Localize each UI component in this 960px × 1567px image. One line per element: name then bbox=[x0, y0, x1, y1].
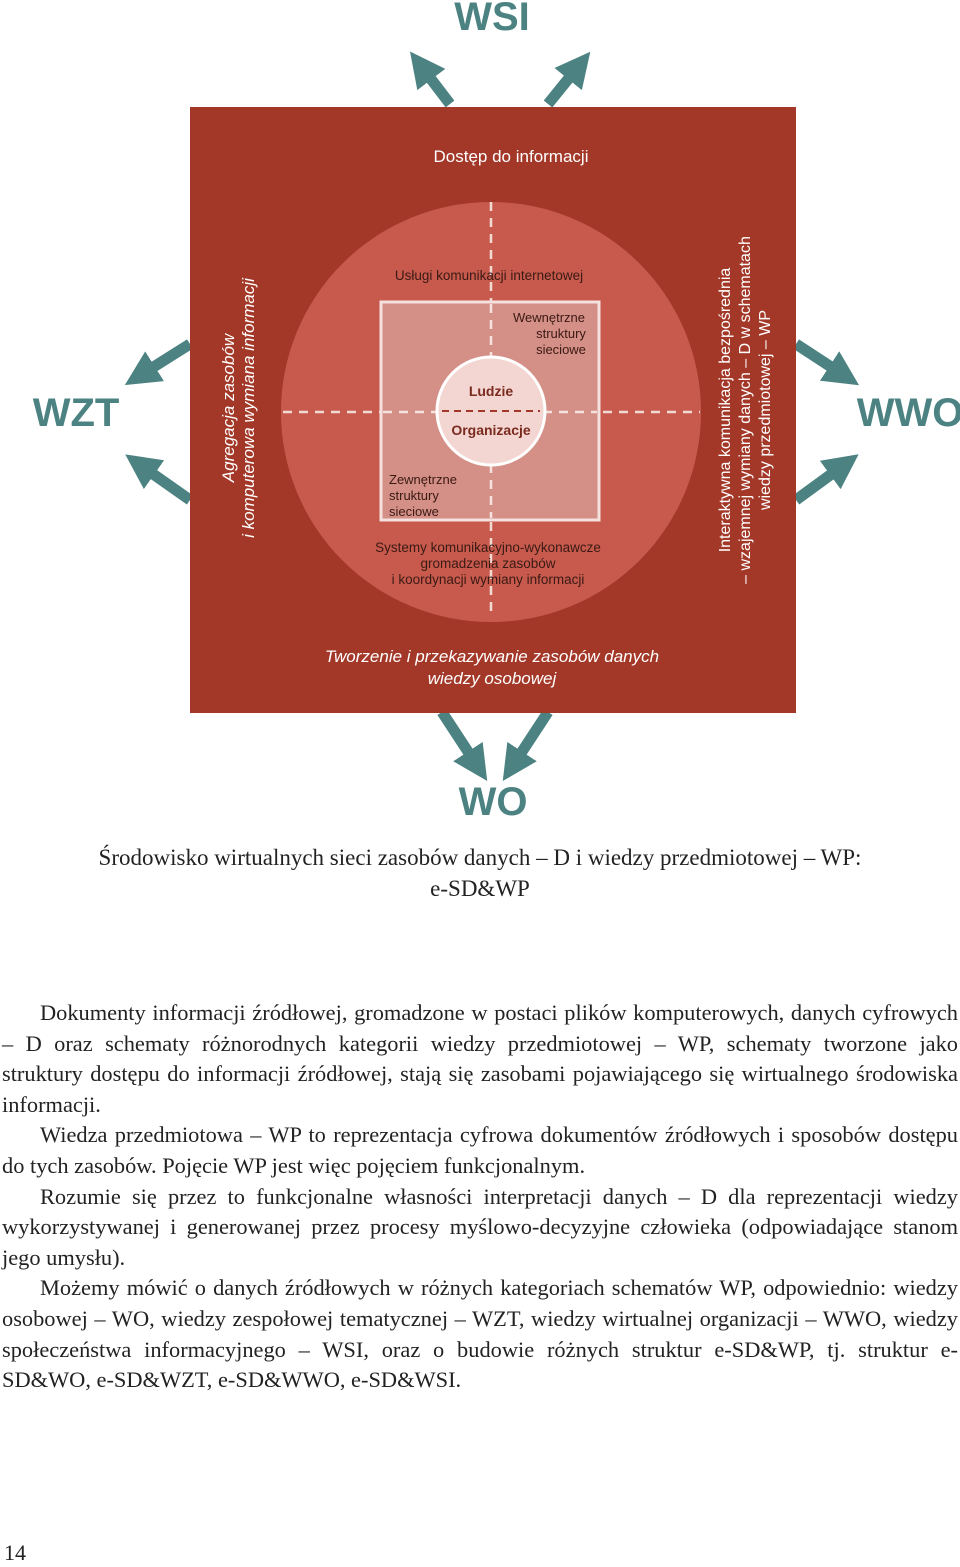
square-right-label-1: Interaktywna komunikacja bezpośrednia bbox=[717, 268, 734, 553]
e-sdwp-diagram: WSI WZT WWO WO Dostęp do informacji Twor… bbox=[33, 0, 960, 824]
arrow-right-bottom bbox=[792, 454, 859, 505]
label-wwo: WWO bbox=[857, 391, 960, 435]
inner-bottom-left-2: struktury bbox=[389, 488, 439, 503]
arrow-left-top bbox=[124, 339, 193, 386]
inner-bottom-left-1: Zewnętrzne bbox=[389, 472, 457, 487]
arrows bbox=[124, 51, 860, 782]
paragraph-1: Dokumenty informacji źródłowej, gromadzo… bbox=[2, 1000, 958, 1117]
arrow-bottom-right bbox=[502, 708, 553, 782]
arrow-top-right bbox=[543, 51, 591, 108]
square-top-label: Dostęp do informacji bbox=[434, 147, 589, 166]
label-wo: WO bbox=[459, 780, 528, 824]
circle-top-label: Usługi komunikacji internetowej bbox=[395, 268, 583, 283]
square-right-label-2: – wzajemnej wymiany danych – D w schemat… bbox=[737, 236, 754, 584]
body-text: Dokumenty informacji źródłowej, gromadzo… bbox=[2, 998, 958, 1396]
circle-bottom-label-2: gromadzenia zasobów bbox=[420, 556, 555, 571]
arrow-bottom-left bbox=[437, 708, 488, 782]
inner-bottom-left-3: sieciowe bbox=[389, 504, 439, 519]
arrow-right-top bbox=[792, 339, 860, 386]
square-left-label-1: Agregacja zasobów bbox=[219, 332, 238, 483]
arrow-top-left bbox=[410, 51, 455, 108]
inner-top-right-3: sieciowe bbox=[536, 342, 586, 357]
caption-line-1: Środowisko wirtualnych sieci zasobów dan… bbox=[98, 845, 862, 870]
core-top-label: Ludzie bbox=[469, 383, 514, 399]
figure-caption: Środowisko wirtualnych sieci zasobów dan… bbox=[0, 842, 960, 904]
label-wzt: WZT bbox=[33, 391, 120, 435]
square-right-label-3: wiedzy przedmiotowej – WP bbox=[757, 310, 774, 511]
paragraph-4: Możemy mówić o danych źródłowych w różny… bbox=[2, 1275, 958, 1393]
inner-top-right-2: struktury bbox=[536, 326, 586, 341]
square-left-label-2: i komputerowa wymiana informacji bbox=[239, 277, 258, 538]
caption-line-2: e-SD&WP bbox=[430, 876, 530, 901]
paragraph-2: Wiedza przedmiotowa – WP to reprezentacj… bbox=[2, 1122, 958, 1178]
circle-bottom-label-1: Systemy komunikacyjno-wykonawcze bbox=[375, 540, 601, 555]
circle-bottom-label-3: i koordynacji wymiany informacji bbox=[392, 572, 585, 587]
label-wsi: WSI bbox=[454, 0, 530, 39]
square-bottom-label-1: Tworzenie i przekazywanie zasobów danych bbox=[325, 647, 659, 666]
inner-top-right-1: Wewnętrzne bbox=[513, 310, 585, 325]
arrow-left-bottom bbox=[125, 454, 194, 505]
page-number: 14 bbox=[4, 1540, 26, 1565]
paragraph-3: Rozumie się przez to funkcjonalne własno… bbox=[2, 1183, 958, 1270]
core-bottom-label: Organizacje bbox=[451, 422, 531, 438]
square-bottom-label-2: wiedzy osobowej bbox=[428, 669, 558, 688]
